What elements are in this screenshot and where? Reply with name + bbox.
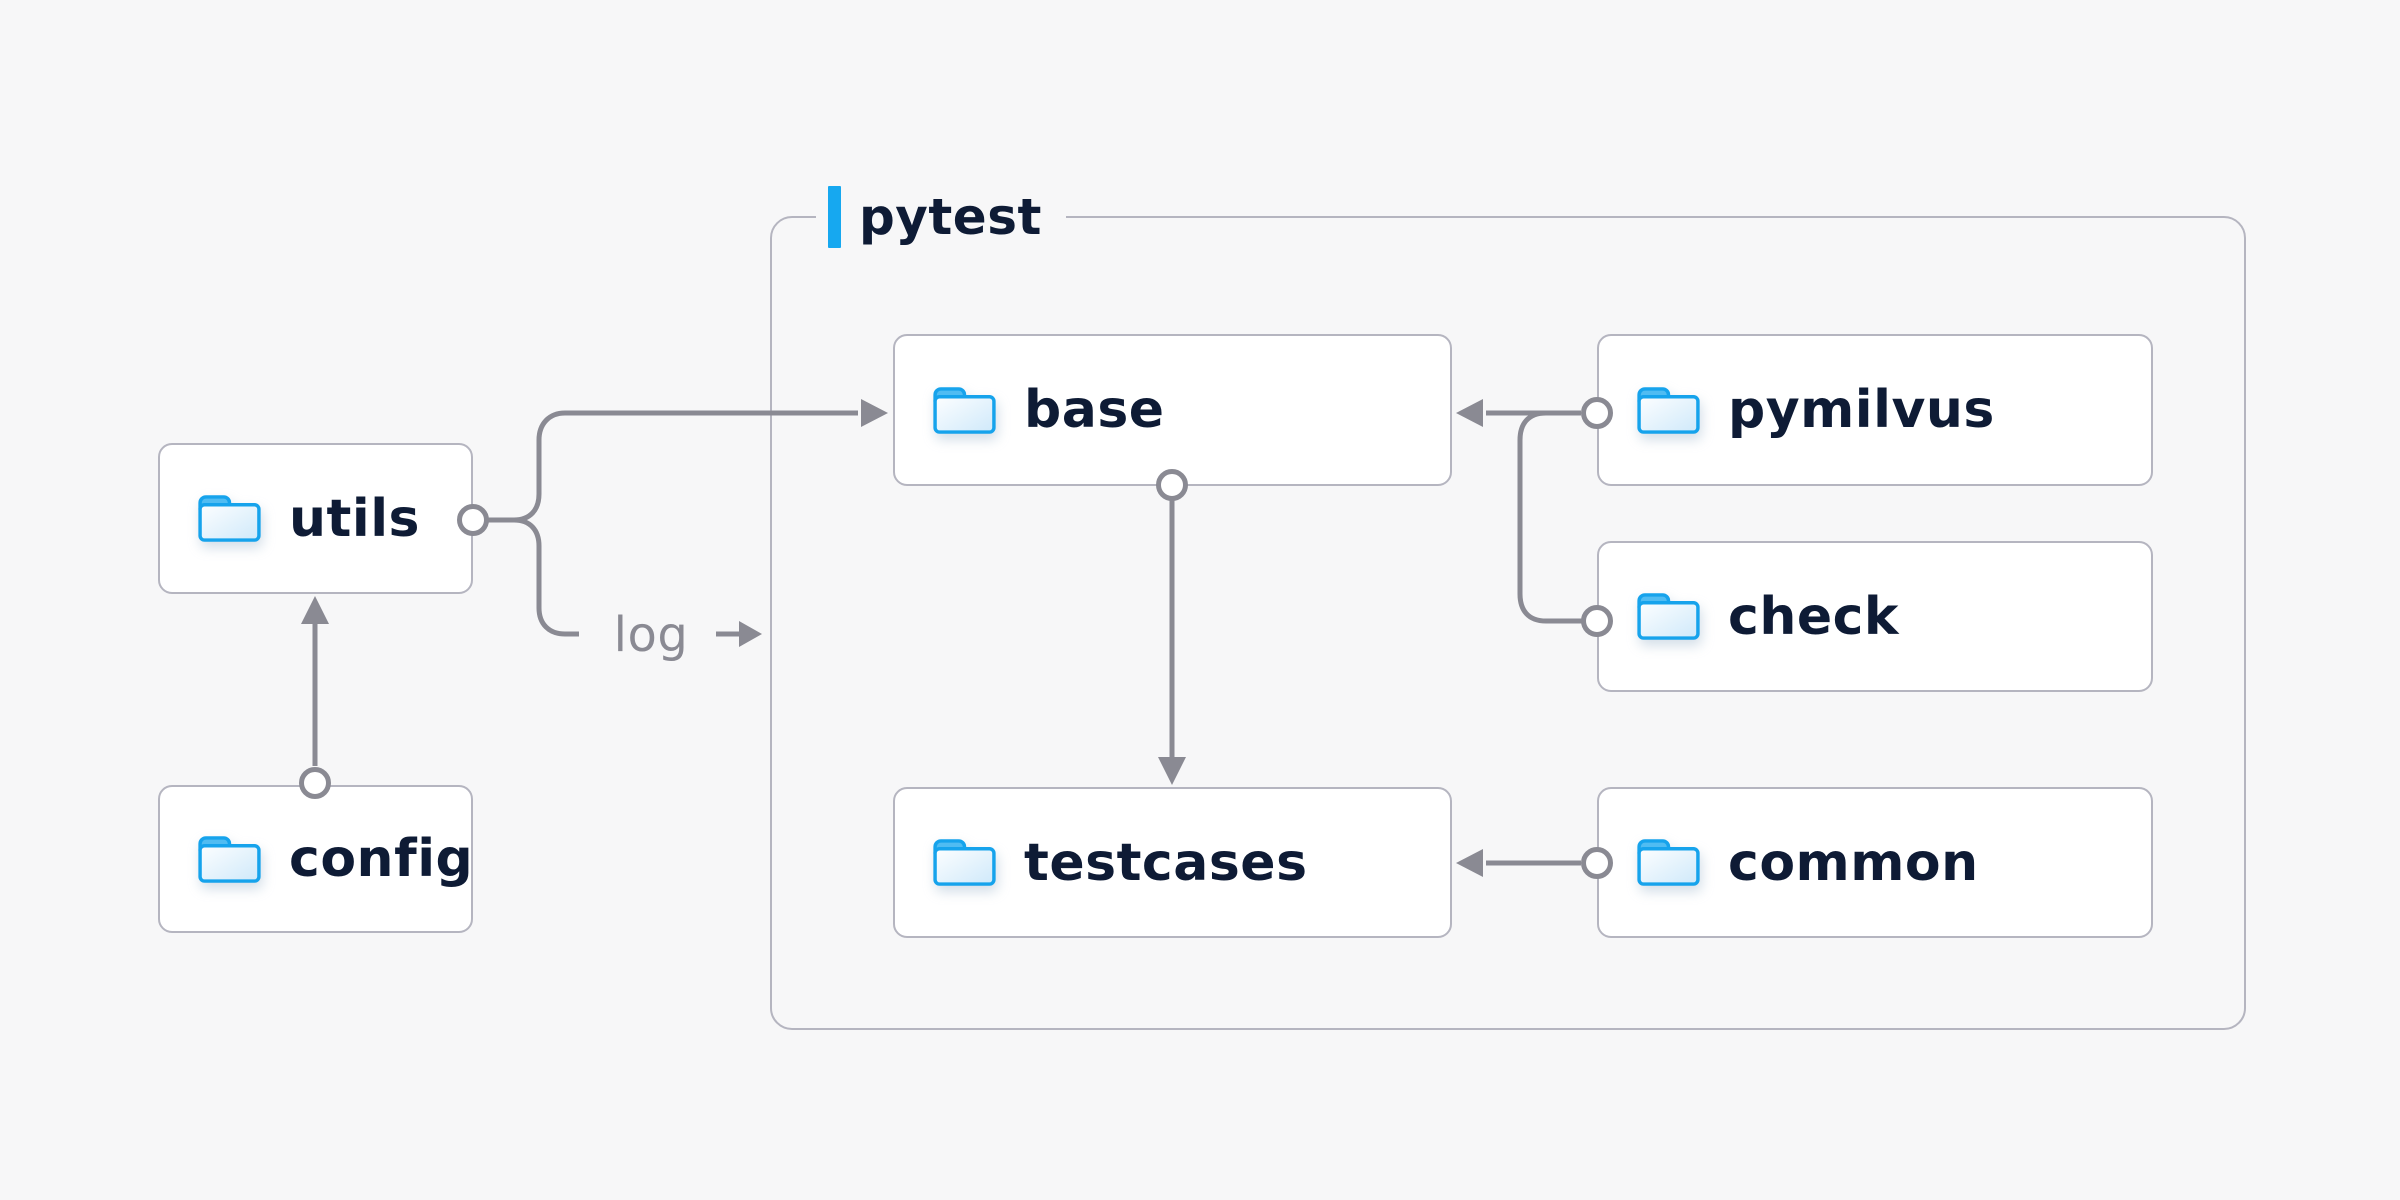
folder-icon [198, 835, 261, 883]
accent-bar-icon [828, 186, 841, 248]
folder-icon [933, 386, 996, 434]
node-utils: utils [158, 443, 473, 594]
node-common: common [1597, 787, 2153, 938]
node-base: base [893, 334, 1452, 486]
node-testcases: testcases [893, 787, 1452, 938]
folder-icon [933, 839, 996, 886]
node-label: utils [289, 488, 420, 549]
node-label: check [1728, 586, 1900, 647]
folder-icon [1637, 593, 1700, 640]
node-label: common [1728, 832, 1979, 893]
node-check: check [1597, 541, 2153, 692]
node-label: base [1024, 380, 1165, 440]
edge-config-to-utils [299, 596, 331, 799]
node-pymilvus: pymilvus [1597, 334, 2153, 486]
folder-icon [1637, 386, 1700, 434]
edge-label-log: log [613, 607, 689, 663]
node-label: pymilvus [1728, 380, 1995, 440]
pytest-group-label: pytest [816, 185, 1066, 249]
node-config: config [158, 785, 473, 933]
node-label: testcases [1024, 832, 1308, 893]
pytest-group-box: pytest [770, 185, 2246, 1030]
folder-icon [1637, 839, 1700, 886]
folder-icon [198, 495, 261, 542]
group-title: pytest [859, 188, 1042, 246]
node-label: config [289, 829, 474, 889]
